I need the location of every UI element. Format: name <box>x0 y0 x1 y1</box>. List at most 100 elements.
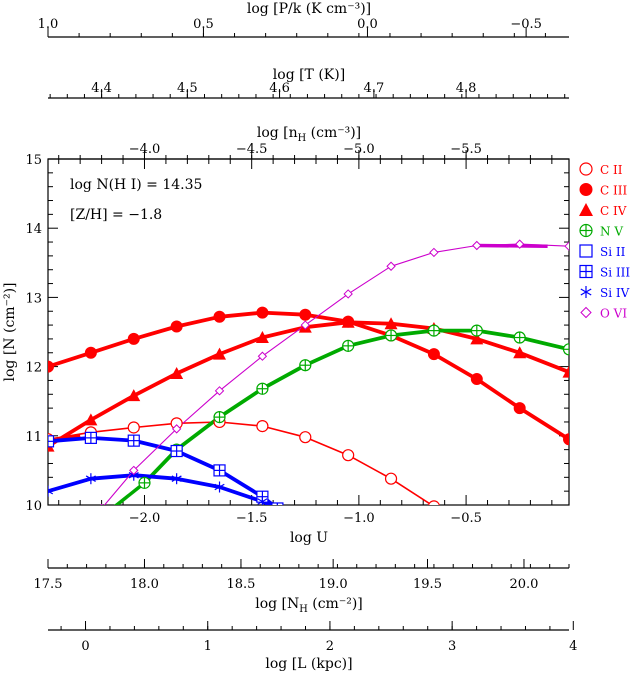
point-si-iii <box>170 444 183 458</box>
legend-label-n-v: N V <box>600 225 623 239</box>
axis-density-tick-label: −4.5 <box>236 142 268 157</box>
point-c-iii <box>84 346 97 359</box>
point-c-iv <box>513 346 527 359</box>
axis-density-tick-label: −5.0 <box>343 142 375 157</box>
x-tick-label: −0.5 <box>450 511 482 526</box>
point-n-v <box>213 411 226 424</box>
y-tick-label: 10 <box>25 499 42 514</box>
point-c-iv <box>127 389 141 402</box>
point-n-v <box>299 359 312 372</box>
point-c-iv <box>213 347 227 360</box>
legend-marker-c-iv <box>579 203 593 216</box>
axis-length-tick-label: 3 <box>448 639 456 654</box>
legend-marker-c-iii <box>579 183 593 196</box>
point-o-vi <box>257 351 268 361</box>
point-c-iv <box>470 332 484 345</box>
axis-temperature-tick-label: 4.6 <box>269 81 290 96</box>
x-tick-label: −1.0 <box>343 511 375 526</box>
axis-column-density-tick-label: 19.0 <box>319 577 348 592</box>
plot-data <box>48 239 569 505</box>
axis-length-tick-label: 4 <box>569 639 577 654</box>
point-c-ii <box>427 500 440 505</box>
point-n-v <box>138 476 151 489</box>
legend-marker-si-ii <box>579 244 593 258</box>
point-o-vi <box>472 240 482 251</box>
x-tick-label: −2.0 <box>129 511 161 526</box>
point-c-iii <box>470 373 483 386</box>
series-line-o-vi <box>103 243 569 505</box>
point-c-iv <box>255 331 269 344</box>
point-si-iv <box>171 473 182 485</box>
point-c-iv <box>562 365 569 378</box>
point-si-iii <box>48 435 55 448</box>
point-c-iv <box>384 317 398 330</box>
axis-pressure-tick-label: 0.0 <box>357 17 378 32</box>
point-c-ii <box>342 449 355 462</box>
legend-label-o-vi: O VI <box>600 307 627 321</box>
point-c-iii <box>213 310 226 323</box>
axis-column-density-tick-label: 18.0 <box>130 577 159 592</box>
point-c-iii <box>48 360 54 373</box>
point-o-vi <box>171 424 182 434</box>
point-si-iii <box>213 464 226 477</box>
point-c-iii <box>170 320 183 333</box>
point-n-v <box>384 329 398 342</box>
point-o-vi <box>300 320 310 330</box>
axis-pressure-tick-label: 0.5 <box>193 17 214 32</box>
axis-column-density-tick-label: 18.5 <box>226 577 255 592</box>
annotation-metallicity: [Z/H] = −1.8 <box>70 207 162 223</box>
plot-border <box>47 158 570 506</box>
axis-length-tick-label: 0 <box>81 639 89 654</box>
point-si-iv <box>276 502 279 505</box>
axis-column-density-tick-label: 17.5 <box>34 577 63 592</box>
axis-temperature-tick-label: 4.5 <box>177 81 198 96</box>
point-c-iii <box>563 433 569 446</box>
legend-marker-o-vi <box>580 306 592 319</box>
point-n-v <box>427 324 441 337</box>
point-c-ii <box>299 431 312 444</box>
axis-pressure-tick-label: 1.0 <box>38 17 59 32</box>
point-si-iii <box>84 431 97 444</box>
legend-label-c-ii: C II <box>600 163 623 177</box>
point-o-vi <box>564 241 569 251</box>
y-tick-label: 12 <box>25 361 42 376</box>
point-o-vi <box>386 261 396 271</box>
point-n-v <box>342 339 355 352</box>
point-o-vi <box>343 289 353 299</box>
point-o-vi <box>514 239 525 249</box>
x-axis-label: log U <box>290 530 328 546</box>
y-tick-label: 13 <box>25 291 42 306</box>
axis-density-tick-label: −4.0 <box>129 142 161 157</box>
point-o-vi <box>100 503 103 505</box>
point-c-ii <box>384 472 398 485</box>
axis-pressure-label: log [P/k (K cm⁻³)] <box>247 1 371 17</box>
axis-temperature-tick-label: 4.7 <box>364 81 385 96</box>
point-c-iii <box>513 402 526 415</box>
point-si-iii <box>127 434 140 447</box>
point-c-ii <box>256 420 269 433</box>
point-c-iv <box>170 367 184 380</box>
axis-length-label: log [L (kpc)] <box>265 656 352 672</box>
point-n-v <box>513 331 526 344</box>
legend-label-si-iv: Si IV <box>600 286 630 300</box>
point-n-v <box>562 343 569 356</box>
point-o-vi <box>429 247 439 258</box>
axis-density-label: log [nH (cm⁻³)] <box>257 125 361 144</box>
legend-marker-si-iii <box>579 264 593 279</box>
y-tick-label: 15 <box>25 153 42 168</box>
legend-label-c-iv: C IV <box>600 204 627 218</box>
point-si-iv <box>257 496 268 505</box>
axis-column-density-tick-label: 19.5 <box>413 577 442 592</box>
axis-temperature-tick-label: 4.4 <box>91 81 112 96</box>
legend-marker-n-v <box>579 223 593 238</box>
point-c-iv <box>341 315 355 328</box>
legend-label-c-iii: C III <box>600 184 627 198</box>
annotations: log N(H I) = 14.35 [Z/H] = −1.8 <box>70 177 202 223</box>
axis-column-density-tick-label: 20.0 <box>509 577 538 592</box>
series-line-extra <box>113 481 146 505</box>
